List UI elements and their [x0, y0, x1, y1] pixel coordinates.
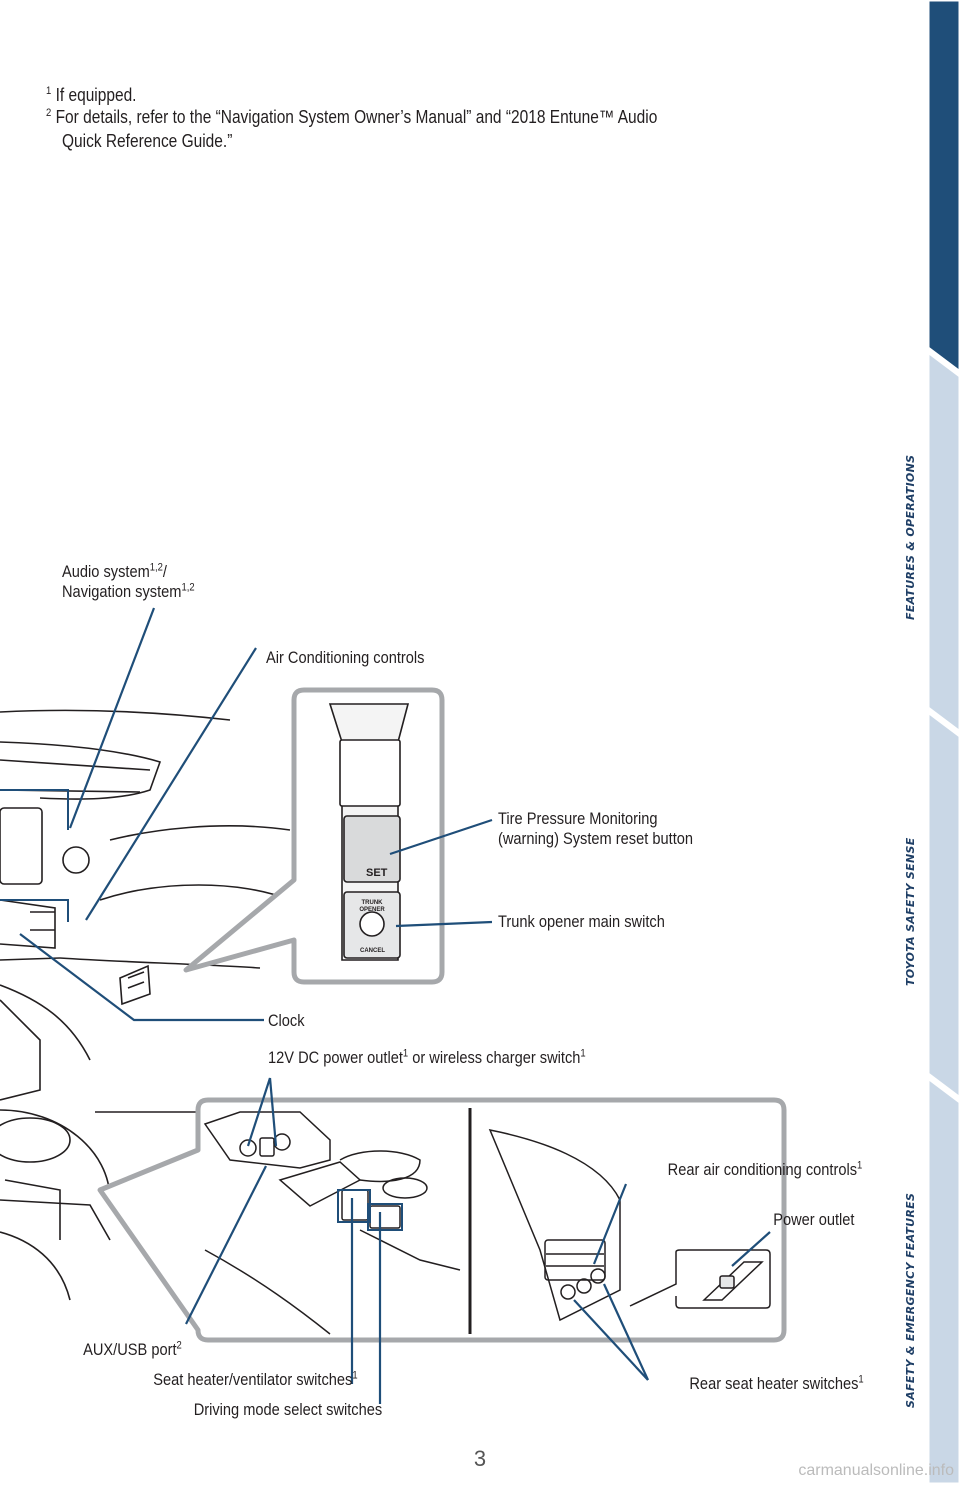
set-label: SET — [366, 867, 388, 879]
label-audio-system: Audio system1,2/ — [62, 562, 167, 582]
rear-seat-heater-text: Rear seat heater switches — [689, 1374, 859, 1393]
seat-heater-sup: 1 — [352, 1369, 358, 1382]
audio-line2: Navigation system — [62, 582, 182, 601]
audio-slash: / — [162, 562, 167, 581]
rear-ac-sup: 1 — [856, 1159, 862, 1172]
audio-sup2: 1,2 — [181, 581, 195, 594]
12v-sup: 1 — [402, 1047, 409, 1060]
rear-ac-text: Rear air conditioning controls — [667, 1160, 857, 1179]
tab-safety-emergency[interactable]: SAFETY & EMERGENCY FEATURES — [904, 1192, 917, 1408]
label-clock: Clock — [268, 1011, 305, 1030]
interior-illustration: SET TRUNK OPENER CANCEL — [0, 607, 787, 1404]
rear-seat-heater-sup: 1 — [858, 1373, 864, 1386]
12v-a: 12V DC power outlet — [268, 1048, 403, 1067]
footnote-2-line2: Quick Reference Guide.” — [62, 131, 233, 151]
label-trunk-opener: Trunk opener main switch — [498, 912, 665, 931]
label-air-conditioning: Air Conditioning controls — [266, 648, 425, 667]
label-driving-mode: Driving mode select switches — [193, 1400, 382, 1419]
audio-sup1: 1,2 — [149, 561, 163, 574]
aux-usb-text: AUX/USB port — [83, 1340, 177, 1359]
trunk-label-1: TRUNK — [362, 900, 384, 906]
label-tpms-line2: (warning) System reset button — [498, 829, 694, 848]
audio-line1: Audio system — [62, 562, 150, 581]
tab-overview[interactable]: OVERVIEW — [904, 143, 917, 212]
set-button-text: SET TRUNK OPENER CANCEL — [359, 867, 387, 954]
footnote-2-continued: Quick Reference Guide.” — [62, 130, 232, 152]
section-sidebar: OVERVIEW FEATURES & OPERATIONS TOYOTA SA… — [904, 0, 960, 1486]
label-aux-usb: AUX/USB port2 — [83, 1340, 182, 1360]
footnote-1-mark: 1 — [46, 85, 52, 97]
label-rear-seat-heater: Rear seat heater switches1 — [690, 1374, 864, 1394]
tab-toyota-safety-sense[interactable]: TOYOTA SAFETY SENSE — [904, 837, 917, 986]
label-navigation-system: Navigation system1,2 — [62, 582, 195, 602]
label-tpms-line1: Tire Pressure Monitoring — [498, 809, 658, 828]
sidebar-tab-shapes — [926, 0, 960, 1486]
cancel-label: CANCEL — [360, 948, 385, 954]
trunk-label-2: OPENER — [359, 907, 385, 913]
label-seat-heater: Seat heater/ventilator switches1 — [154, 1370, 358, 1390]
footnote-2-mark: 2 — [46, 107, 52, 119]
tab-features-operations[interactable]: FEATURES & OPERATIONS — [904, 454, 917, 620]
footnote-2: 2 For details, refer to the “Navigation … — [46, 106, 657, 128]
label-12v-outlet: 12V DC power outlet1 or wireless charger… — [268, 1048, 586, 1068]
label-rear-ac: Rear air conditioning controls1 — [667, 1160, 862, 1180]
footnote-2-line1: For details, refer to the “Navigation Sy… — [55, 107, 658, 127]
12v-b: or wireless charger switch — [408, 1048, 581, 1067]
12v-sup2: 1 — [580, 1047, 586, 1060]
footnote-1: 1 If equipped. — [46, 84, 136, 106]
watermark: carmanualsonline.info — [798, 1462, 954, 1479]
footnote-1-text: If equipped. — [55, 85, 137, 105]
seat-heater-text: Seat heater/ventilator switches — [153, 1370, 353, 1389]
label-power-outlet: Power outlet — [772, 1210, 854, 1229]
aux-usb-sup: 2 — [176, 1339, 182, 1352]
page-number: 3 — [473, 1446, 487, 1471]
